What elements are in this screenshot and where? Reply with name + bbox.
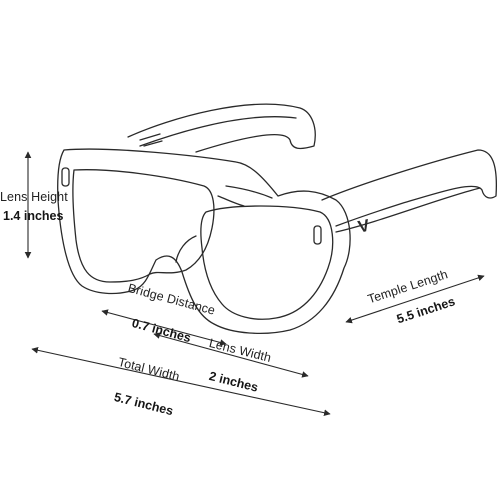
near-temple-arm [321,149,498,227]
near-temple-lower [335,187,481,233]
left-lens-rim [72,169,215,283]
frame-front [57,148,351,334]
nose-bridge [217,185,273,207]
right-hinge-rivet [313,225,322,245]
far-temple-arm [127,103,316,153]
nose-pad-left [175,235,197,263]
left-hinge-rivet [61,167,70,187]
far-hinge-mark [139,133,163,147]
brand-logo-icon: V [356,216,372,237]
temple-length-arrow [345,274,485,324]
right-lens-rim [200,205,334,320]
lens-height-value: 1.4 inches [3,209,64,223]
total-width-arrow [31,347,331,416]
lens-height-label: Lens Height [0,190,68,204]
far-temple-inner [139,116,297,147]
